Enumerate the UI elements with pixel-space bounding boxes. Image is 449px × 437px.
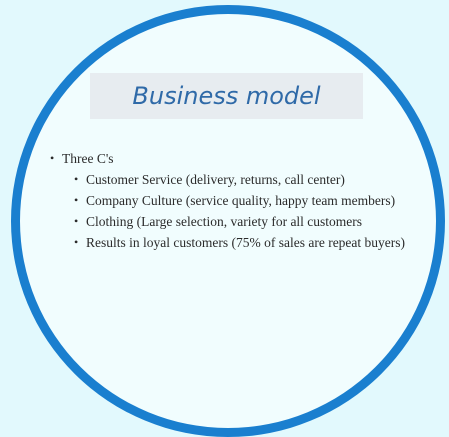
bullet-text: Three C's	[62, 151, 114, 166]
sub-bullet-text: Clothing (Large selection, variety for a…	[86, 214, 363, 229]
bullet-dot-icon: •	[74, 172, 79, 186]
bullet-dot-icon: •	[74, 193, 79, 207]
bullet-dot-icon: •	[50, 151, 55, 165]
slide-title: Business model	[132, 82, 321, 110]
sub-bullet-customer-service: • Customer Service (delivery, returns, c…	[50, 169, 410, 190]
sub-bullet-text: Results in loyal customers (75% of sales…	[86, 235, 406, 250]
sub-bullet-company-culture: • Company Culture (service quality, happ…	[50, 190, 410, 211]
sub-bullet-text: Company Culture (service quality, happy …	[86, 193, 396, 208]
bullet-dot-icon: •	[74, 235, 79, 249]
sub-bullet-results: • Results in loyal customers (75% of sal…	[50, 232, 410, 253]
sub-bullet-text: Customer Service (delivery, returns, cal…	[86, 172, 345, 187]
bullet-dot-icon: •	[74, 214, 79, 228]
sub-bullet-clothing: • Clothing (Large selection, variety for…	[50, 211, 410, 232]
bullet-item-three-cs: • Three C's	[50, 148, 410, 169]
title-box: Business model	[90, 73, 363, 119]
bullet-list: • Three C's • Customer Service (delivery…	[50, 148, 410, 253]
